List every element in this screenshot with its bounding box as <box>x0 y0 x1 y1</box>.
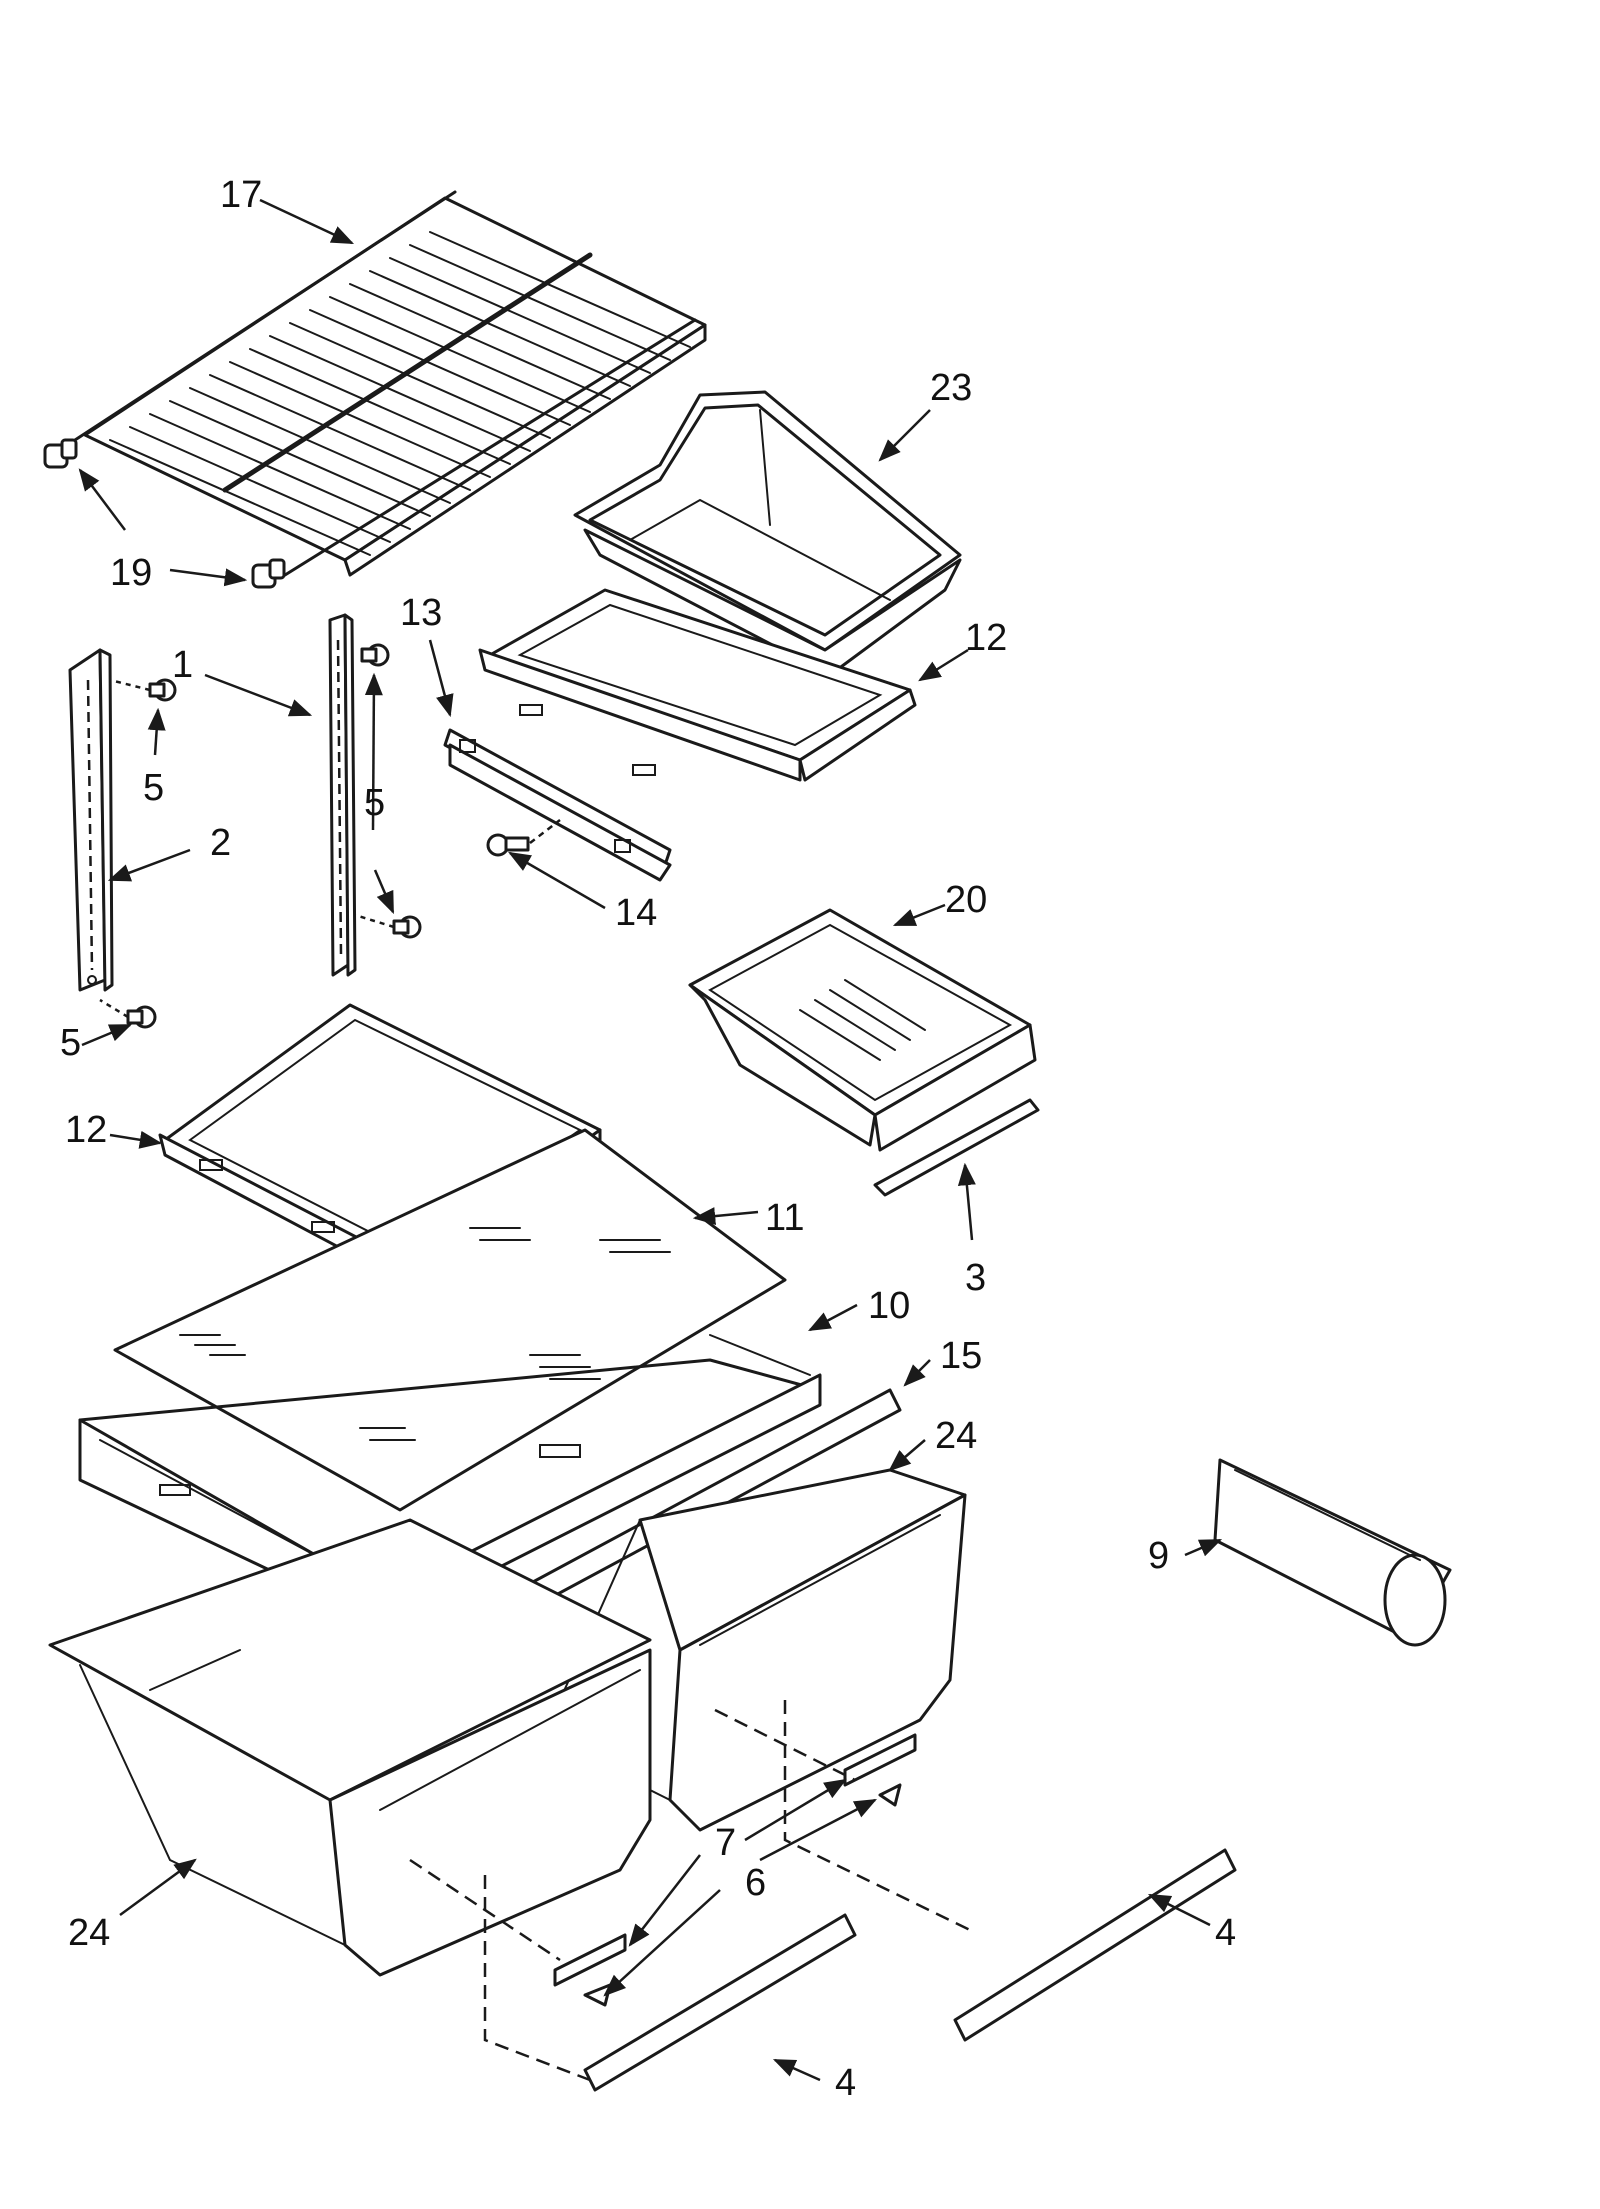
callout-24-right: 24 <box>935 1415 977 1457</box>
rail-13 <box>443 728 672 882</box>
clip-6-right <box>878 1783 902 1807</box>
ladder-2 <box>68 648 114 992</box>
screw-5-b <box>360 643 390 667</box>
bushing-19-left <box>43 438 78 469</box>
callout-13: 13 <box>400 592 442 634</box>
crisper-drawer-24-right <box>558 1468 967 1832</box>
clip-7-left <box>553 1933 627 1987</box>
callout-12-lower: 12 <box>65 1109 107 1151</box>
duct-9 <box>1213 1458 1452 1647</box>
crisper-tray-20 <box>688 908 1037 1152</box>
callout-6: 6 <box>745 1862 766 1904</box>
callout-10: 10 <box>868 1285 910 1327</box>
wire-shelf-17 <box>73 190 707 577</box>
callout-5-b: 5 <box>364 782 385 824</box>
callout-12-upper: 12 <box>965 617 1007 659</box>
callout-9: 9 <box>1148 1535 1169 1577</box>
trim-4-left <box>583 1913 857 2092</box>
screw-5-d <box>99 998 157 1029</box>
bushing-19-right <box>251 558 286 589</box>
callout-17: 17 <box>220 174 262 216</box>
ladder-1 <box>328 613 357 977</box>
screw-5-c <box>354 913 422 939</box>
deli-tray-23 <box>573 390 962 677</box>
cover-12-upper <box>478 588 917 782</box>
callout-2: 2 <box>210 822 231 864</box>
leader-lines <box>78 198 1223 2082</box>
screw-5-a <box>109 678 177 702</box>
screw-14 <box>486 819 561 857</box>
alignment-lines <box>409 1700 971 2082</box>
callout-4-right: 4 <box>1215 1912 1236 1954</box>
callout-14: 14 <box>615 892 657 934</box>
callout-1: 1 <box>172 644 193 686</box>
callout-20: 20 <box>945 879 987 921</box>
callout-4-left: 4 <box>835 2062 856 2104</box>
callout-15: 15 <box>940 1335 982 1377</box>
callout-labels: 17 23 19 1 13 12 5 5 2 14 20 5 12 11 3 1… <box>60 174 1236 2104</box>
callout-24-left: 24 <box>68 1912 110 1954</box>
trim-4-right <box>953 1848 1237 2042</box>
callout-5-c: 5 <box>60 1022 81 1064</box>
trim-3 <box>873 1098 1040 1197</box>
glass-shelf-11 <box>113 1128 787 1512</box>
crisper-drawer-24-left <box>48 1518 652 1977</box>
callout-19: 19 <box>110 552 152 594</box>
callout-5-a: 5 <box>143 767 164 809</box>
callout-3: 3 <box>965 1257 986 1299</box>
callout-11: 11 <box>765 1197 804 1239</box>
callout-23: 23 <box>930 367 972 409</box>
callout-7: 7 <box>715 1822 736 1864</box>
